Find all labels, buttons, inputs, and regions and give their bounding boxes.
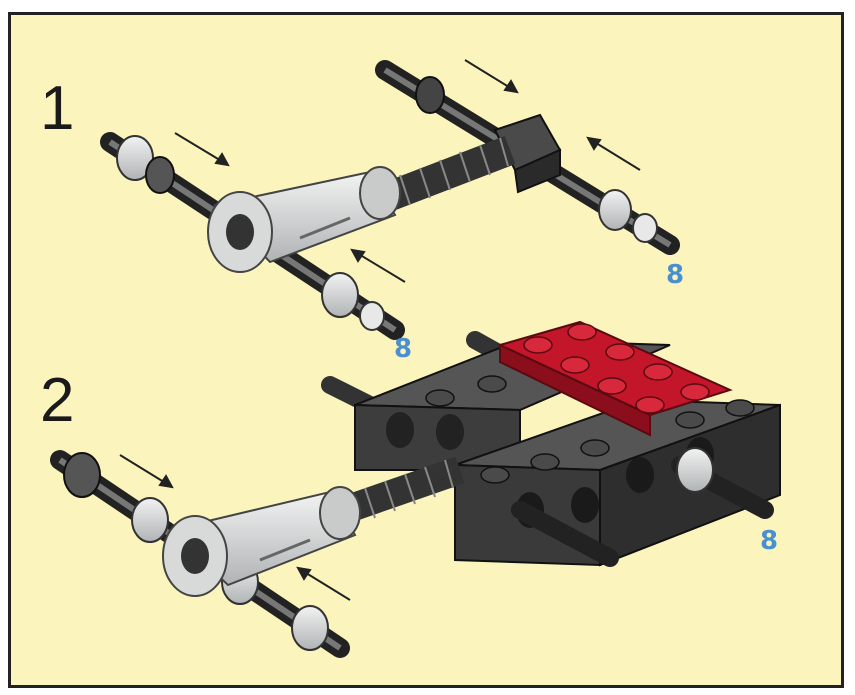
- part-count-label: 8: [394, 336, 412, 362]
- step1-assembly: [110, 60, 670, 330]
- step-number-1: 1: [40, 78, 74, 140]
- part-count-label: 8: [760, 528, 778, 554]
- step1-grey-connector: [208, 167, 400, 272]
- step-number-2: 2: [40, 370, 74, 432]
- step2-grey-connector: [163, 487, 360, 596]
- part-count-label: 8: [666, 262, 684, 288]
- step2-assembly: [60, 322, 780, 650]
